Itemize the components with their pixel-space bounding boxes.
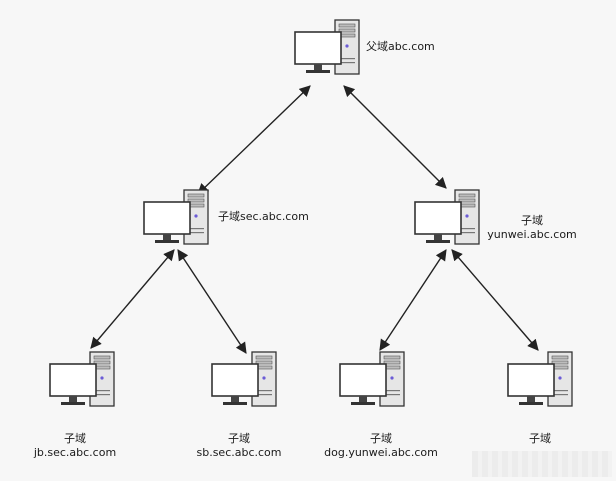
computer-icon-sec [143,189,209,245]
link-sec-sb [177,249,247,354]
yunwei-domain-name: yunwei.abc.com [487,228,577,241]
jb-domain-title: 子域 [64,432,86,445]
yunwei-domain-label: 子域 yunwei.abc.com [480,214,584,242]
root-domain-label: 父域abc.com [366,40,435,54]
sec-domain-title: 子域sec.abc.com [218,210,309,223]
leaf5-domain-label: 子域 [510,432,570,446]
computer-icon-yunwei [414,189,480,245]
computer-icon-sb [211,351,277,407]
sec-domain-label: 子域sec.abc.com [218,210,309,224]
dog-domain-label: 子域 dog.yunwei.abc.com [318,432,444,460]
link-yunwei-dog [379,249,447,351]
root-domain-title: 父域abc.com [366,40,435,53]
sb-domain-title: 子域 [228,432,250,445]
link-yunwei-leaf5 [451,249,539,351]
yunwei-domain-title: 子域 [521,214,543,227]
link-root-yunwei [343,85,447,189]
leaf5-domain-title: 子域 [529,432,551,445]
computer-icon-dog [339,351,405,407]
jb-domain-label: 子域 jb.sec.abc.com [20,432,130,460]
computer-icon-leaf5 [507,351,573,407]
jb-domain-name: jb.sec.abc.com [33,446,117,459]
sb-domain-name: sb.sec.abc.com [196,446,282,459]
watermark [472,451,612,477]
dog-domain-title: 子域 [370,432,392,445]
dog-domain-name: dog.yunwei.abc.com [324,446,438,459]
link-sec-jb [90,249,175,349]
computer-icon-root [294,19,360,75]
computer-icon-jb [49,351,115,407]
link-root-sec [197,85,311,195]
sb-domain-label: 子域 sb.sec.abc.com [184,432,294,460]
